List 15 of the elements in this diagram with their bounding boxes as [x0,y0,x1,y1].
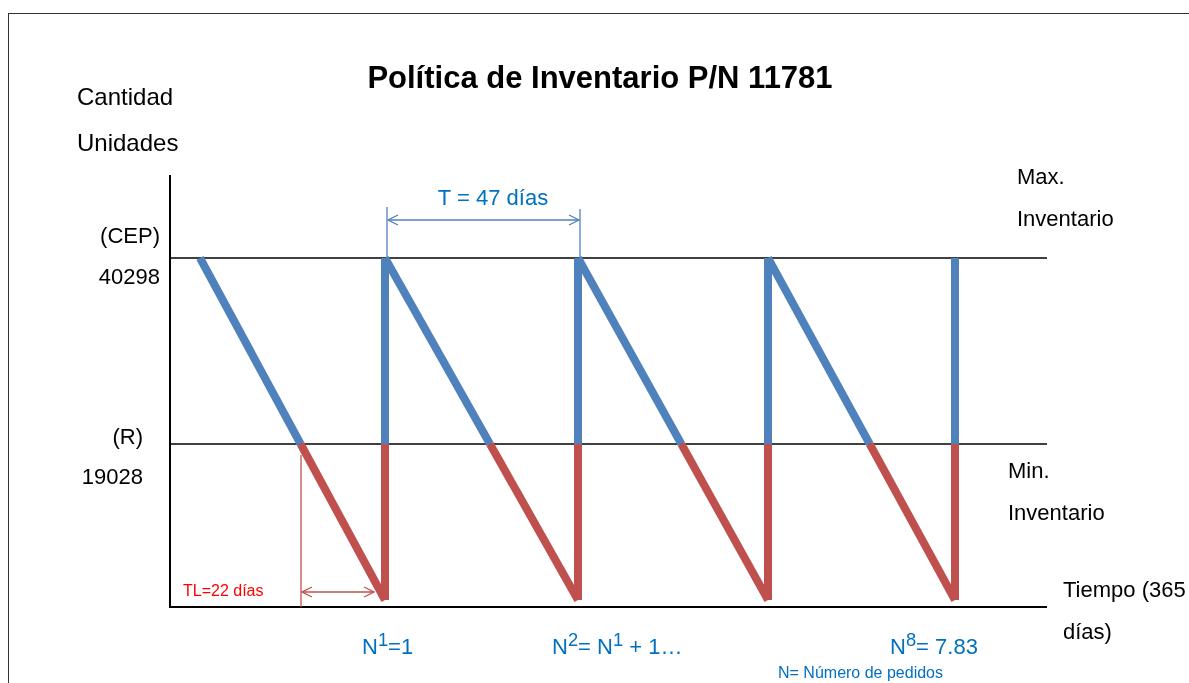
period-label: T = 47 días [437,184,549,213]
level-value: 40298 [98,263,160,292]
level-label: Max. Inventario [1017,163,1115,233]
level-label: (CEP) [100,222,160,251]
order-label: N$^{2}$= N$^{1}$ + 1… [552,628,683,662]
level-label: Min. Inventario [1008,457,1106,527]
order-label: N$^{8}$= 7.83 [890,628,978,662]
chart-title: Política de Inventario P/N 11781 [367,60,833,96]
note: N= Número de pedidos [778,662,943,683]
lead-time-label: TL=22 días [183,580,264,601]
axis-title: Tiempo (365 días) [1063,576,1187,646]
order-label: N$^{1}$=1 [362,628,414,662]
level-value: 19028 [81,463,143,492]
axis-title: Cantidad Unidades [77,82,180,158]
level-label: (R) [112,423,143,452]
